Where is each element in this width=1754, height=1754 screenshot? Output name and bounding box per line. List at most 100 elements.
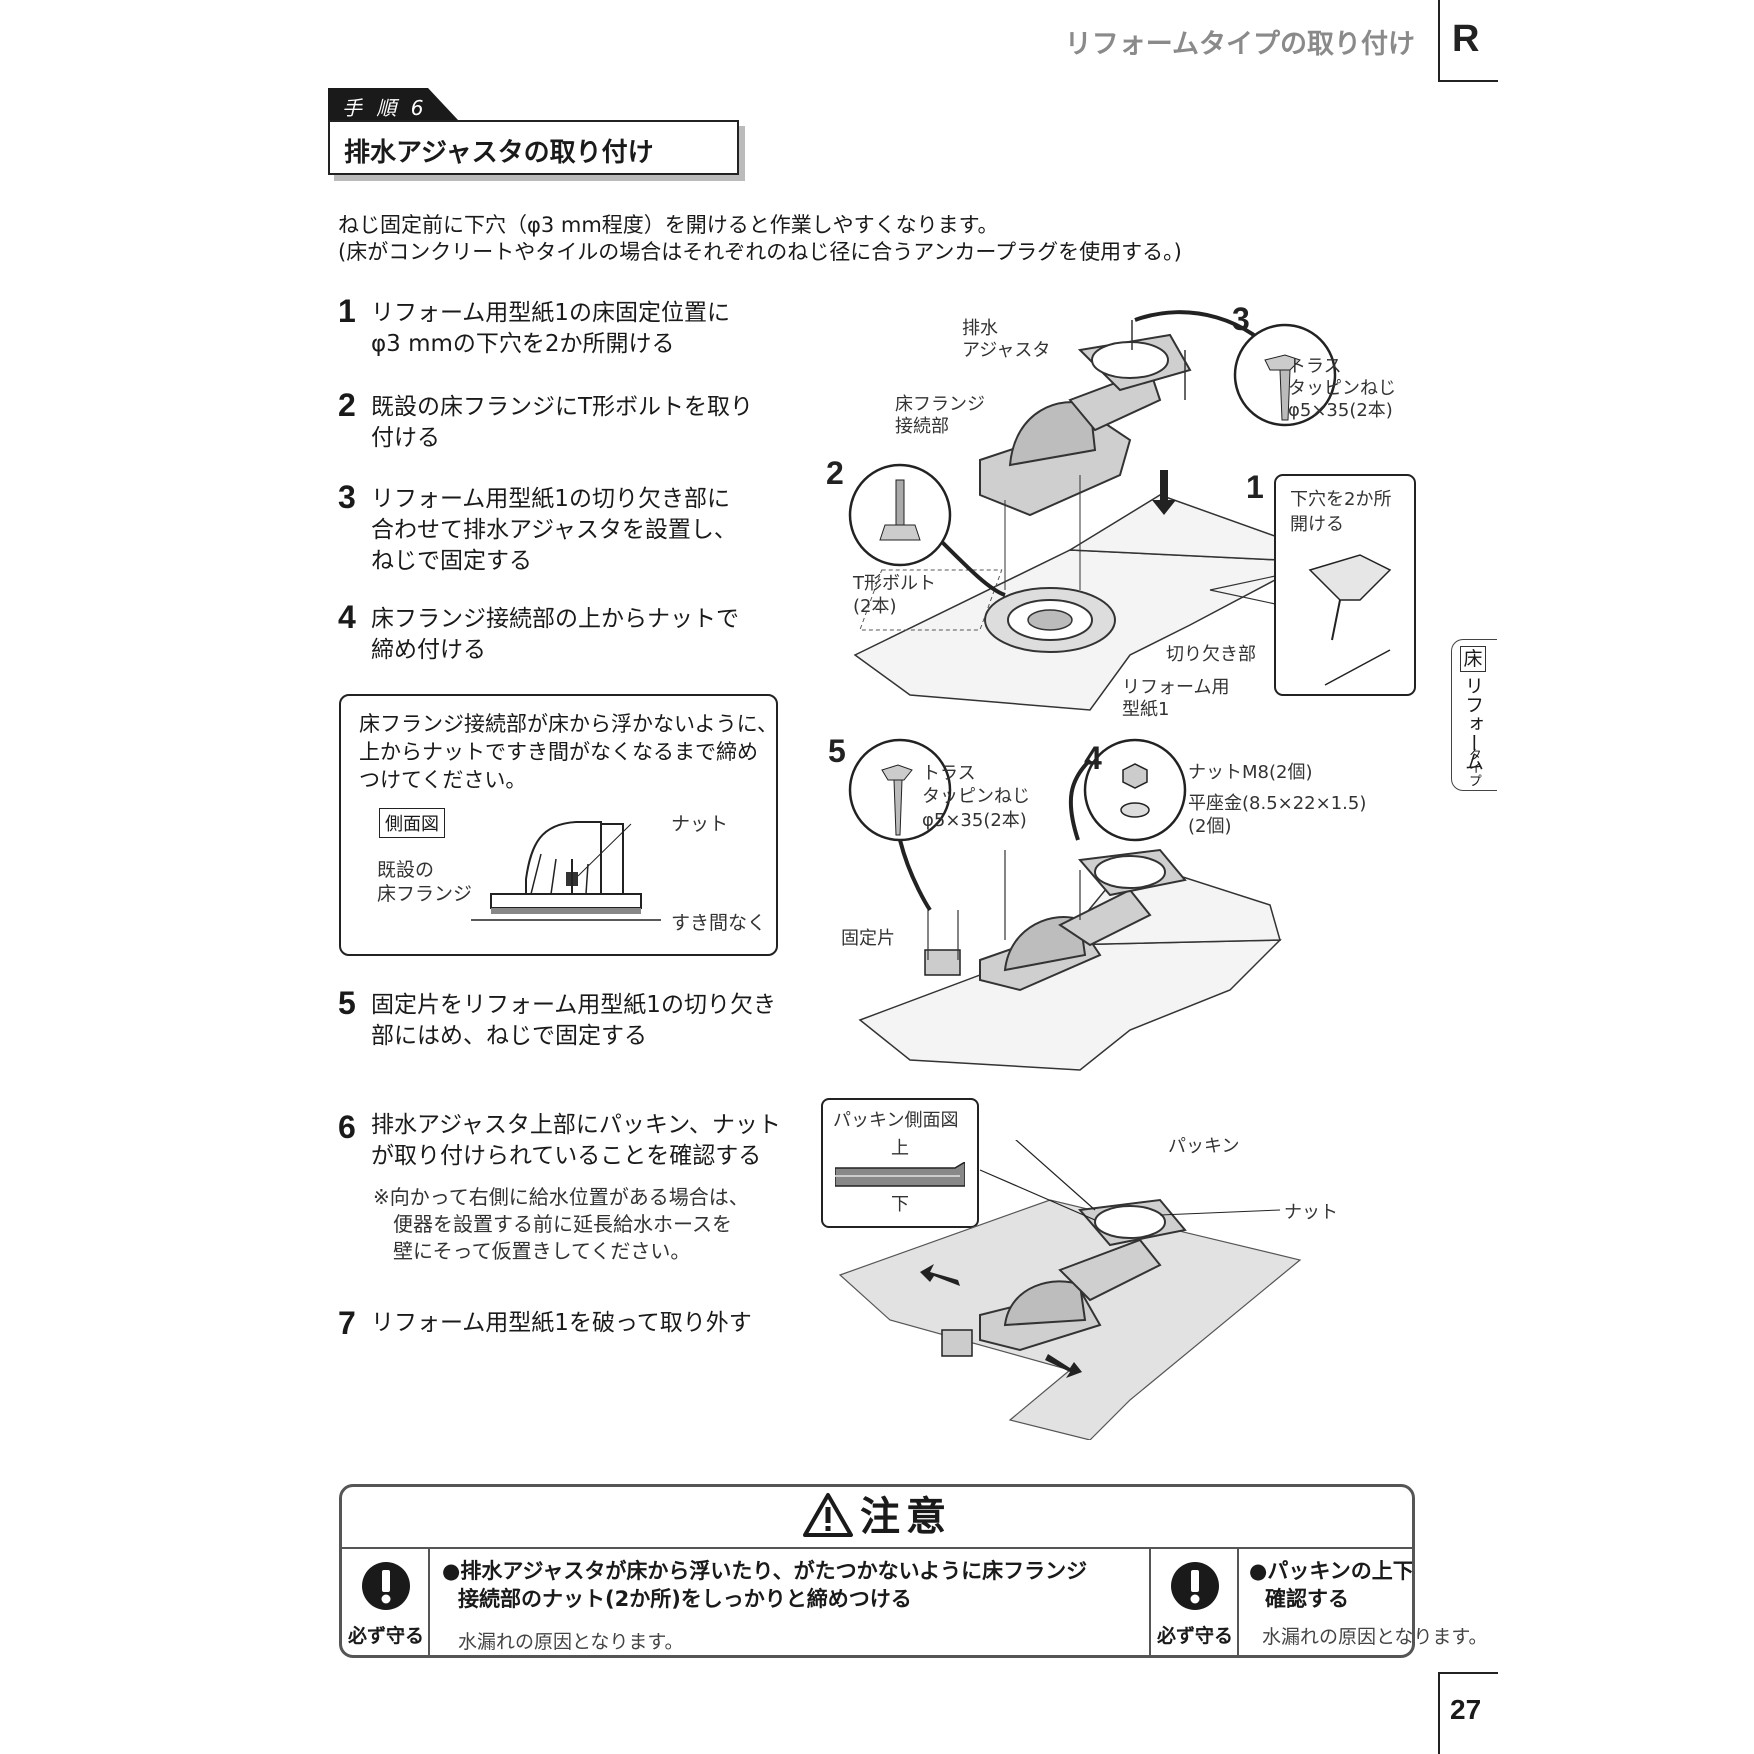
figure-removal-illustration [838,1140,1302,1440]
step-number-6: 6 [338,1109,356,1145]
step-number-2: 2 [338,387,356,423]
caution-right-line: 確認する [1265,1587,1349,1611]
step-number-4: 4 [338,599,356,635]
caution-left-line: 接続部のナット(2か所)をしっかりと締めつける [458,1587,912,1611]
label-top: 上 [891,1138,909,1159]
step-1-line: リフォーム用型紙1の床固定位置に [371,300,730,326]
step-5-line: 固定片をリフォーム用型紙1の切り欠き [371,992,776,1018]
packing-shape [835,1162,965,1187]
caution-left-line: ●排水アジャスタが床から浮いたり、がたつかないように床フランジ [442,1559,1088,1583]
label-washer-2: (2個) [1188,816,1232,837]
label-truss2-2: タッピンねじ [922,786,1030,807]
note-line: ※向かって右側に給水位置がある場合は、 [373,1185,749,1209]
figure-fixing-illustration [848,738,1282,1071]
label-truss2-1: トラス [922,763,976,784]
label-truss2-3: φ5×35(2本) [922,810,1027,831]
figure-num-3: 3 [1232,301,1250,337]
figure-num-5: 5 [828,733,846,769]
label-paper-2: 型紙1 [1122,699,1170,720]
step-3-line: リフォーム用型紙1の切り欠き部に [371,486,730,512]
intro-line-1: ねじ固定前に下穴（φ3 mm程度）を開けると作業しやすくなります。 [338,213,999,237]
callout-text: 床フランジ接続部が床から浮かないように、 上からナットですき間がなくなるまで締め… [359,710,778,794]
step-6-line: が取り付けられていることを確認する [371,1143,762,1169]
page-number-overline [1438,1672,1498,1674]
side-tab-vertical: リフォーム [1462,676,1484,771]
packing-side-view-box: パッキン側面図 上 下 [821,1098,979,1228]
label-tbolt-1: T形ボルト [853,573,936,594]
caution-left-text: ●排水アジャスタが床から浮いたり、がたつかないように床フランジ 接続部のナット(… [442,1557,1087,1613]
step-text-2: 既設の床フランジにT形ボルトを取り 付ける [371,392,753,454]
step-2-line: 付ける [371,425,440,451]
side-tab: 床 リフォーム タイプ [1451,639,1497,791]
header-title: リフォームタイプの取り付け [1064,29,1415,60]
label-truss-1: トラス [1288,356,1342,377]
step-2-line: 既設の床フランジにT形ボルトを取り [371,394,754,420]
step-4-line: 床フランジ接続部の上からナットで [371,606,739,632]
note-line: 便器を設置する前に延長給水ホースを [393,1212,732,1236]
figure-num-4: 4 [1084,740,1102,776]
step-text-1: リフォーム用型紙1の床固定位置に φ3 mmの下穴を2か所開ける [371,298,730,360]
caution-right-cell: ●パッキンの上下の向きを 確認する [1239,1549,1414,1655]
caution-right-text: ●パッキンの上下の向きを 確認する [1249,1557,1414,1613]
label-existing-2: 床フランジ [377,883,473,905]
step-tag-label: 手 順 6 [342,96,428,120]
caution-box: 注意 必ず守る ●排水アジャスタが床から浮いたり、がたつかないように床フランジ … [339,1484,1415,1658]
step-number-5: 5 [338,985,356,1021]
header-underline [1438,80,1498,82]
side-tab-small: タイプ [1466,748,1481,787]
page-number-divider [1438,1672,1440,1754]
section-letter: R [1452,18,1480,60]
label-truss-3: φ5×35(2本) [1288,400,1393,421]
step-text-4: 床フランジ接続部の上からナットで 締め付ける [371,604,739,666]
caution-title: 注意 [860,1494,952,1540]
caution-right-line: ●パッキンの上下の向きを [1249,1559,1414,1583]
label-nut: ナット [671,813,729,835]
step-text-7: リフォーム用型紙1を破って取り外す [371,1310,752,1336]
intro-line-2: (床がコンクリートやタイルの場合はそれぞれのねじ径に合うアンカープラグを使用する… [338,240,1182,264]
side-view-tag: 側面図 [379,808,445,838]
warning-triangle-icon [803,1493,853,1537]
header-divider [1438,0,1440,82]
figure-install-illustration [848,310,1416,711]
label-drain-1: 排水 [962,318,998,339]
step-1-line: φ3 mmの下穴を2か所開ける [371,331,675,357]
step-5-line: 部にはめ、ねじで固定する [371,1023,647,1049]
step-number-1: 1 [338,293,356,329]
caution-header: 注意 [342,1487,1412,1549]
label-existing-1: 既設の [377,859,435,881]
label-washer-1: 平座金(8.5×22×1.5) [1188,793,1367,814]
caution-right-sub: 水漏れの原因となります。 [1262,1626,1488,1648]
must-label-right: 必ず守る [1157,1625,1234,1647]
step-number-7: 7 [338,1305,356,1341]
label-notch: 切り欠き部 [1166,644,1256,665]
label-bottom: 下 [891,1194,909,1215]
page-number: 27 [1450,1694,1482,1725]
figure-num-2: 2 [826,455,844,491]
callout-line: 上からナットですき間がなくなるまで締め [359,740,758,764]
label-hole-1: 下穴を2か所 [1290,489,1392,510]
step-text-5: 固定片をリフォーム用型紙1の切り欠き 部にはめ、ねじで固定する [371,990,776,1052]
note-line: 壁にそって仮置きしてください。 [393,1239,691,1263]
must-label-left: 必ず守る [348,1625,425,1647]
step-3-line: 合わせて排水アジャスタを設置し、 [371,517,737,543]
label-drain-2: アジャスタ [962,340,1051,361]
step-text-3: リフォーム用型紙1の切り欠き部に 合わせて排水アジャスタを設置し、 ねじで固定す… [371,484,737,577]
exclamation-icon [362,1562,410,1610]
label-tbolt-2: (2本) [853,596,897,617]
label-flange-1: 床フランジ [895,394,985,415]
label-nut-3: ナット [1284,1202,1338,1223]
label-paper-1: リフォーム用 [1122,677,1230,698]
step-3-line: ねじで固定する [371,548,532,574]
label-packing-view: パッキン側面図 [833,1110,959,1131]
step-number-3: 3 [338,479,356,515]
callout-box: 床フランジ接続部が床から浮かないように、 上からナットですき間がなくなるまで締め… [339,694,778,956]
step-title: 排水アジャスタの取り付け [344,138,654,168]
step-6-line: 排水アジャスタ上部にパッキン、ナット [371,1112,781,1138]
step-tag-shape [328,88,458,120]
must-cell-left: 必ず守る [342,1549,430,1655]
label-flange-2: 接続部 [895,416,949,437]
label-fixing-piece: 固定片 [841,928,895,949]
step-title-box: 排水アジャスタの取り付け [328,120,739,175]
caution-left-sub: 水漏れの原因となります。 [458,1631,684,1653]
label-no-gap: すき間なく [671,912,767,934]
